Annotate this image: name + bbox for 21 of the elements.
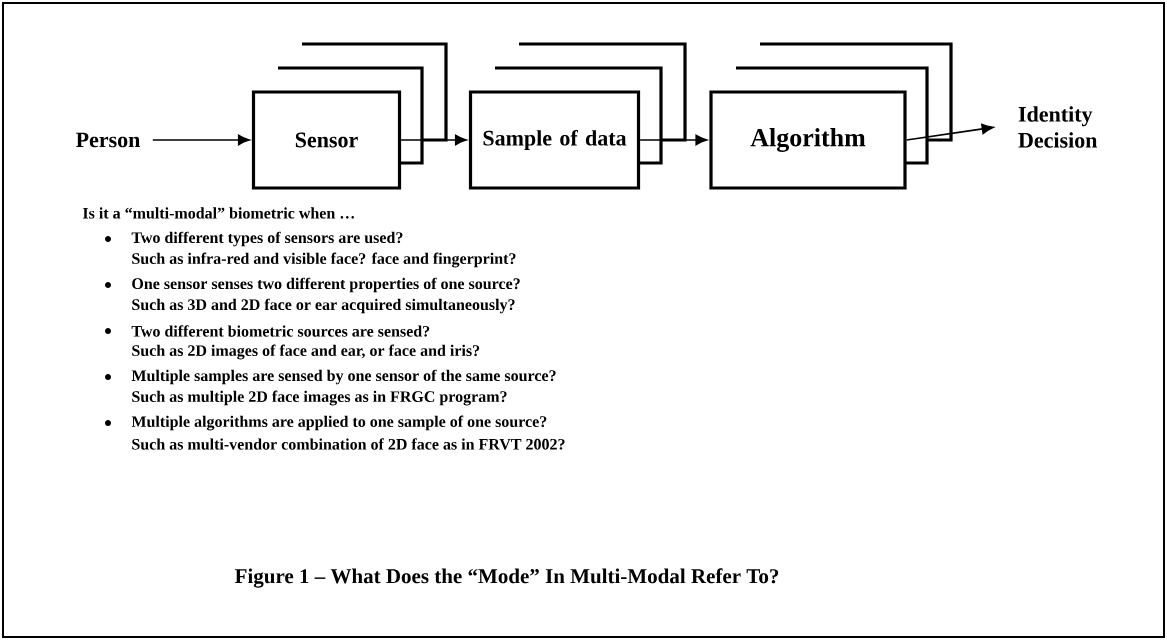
stacked-box: Sample of data [468,42,687,190]
question-text: Is it a “multi-modal” biometric when … [82,207,354,219]
node-label: Identity Decision [1018,106,1098,148]
list-text: Such as 3D and 2D face or ear acquired simultaneously? [132,298,515,314]
list-text: Such as 2D images of face and ear, or face and iris? [132,344,480,360]
arrow [400,134,467,146]
node-label: Person [76,132,141,148]
list-text: Multiple samples are sensed by one sensor of the same source? [131,369,556,385]
stacked-box: Algorithm [709,42,953,190]
stacked-box: Sensor [251,42,448,190]
list-text: Such as multiple 2D face images as in FRGC program? [132,390,507,406]
list-text: Such as multi-vendor combination of 2D face as in FRVT 2002? [132,438,565,450]
list-text: One sensor senses two different properties of one source? [132,277,520,293]
list-text: Two different types of sensors are used? [131,231,403,247]
arrow [152,134,250,146]
list-text: Two different biometric sources are sensed? [131,325,430,337]
arrow [639,134,708,146]
list-text: Multiple algorithms are applied to one sample of one source? [131,415,547,431]
list-text: Such as infra-red and visible face? face and fingerprint? [132,252,516,268]
caption: Figure 1 – What Does the “Mode” In Multi-Modal Refer To? [234,568,779,588]
arrow [905,123,994,141]
